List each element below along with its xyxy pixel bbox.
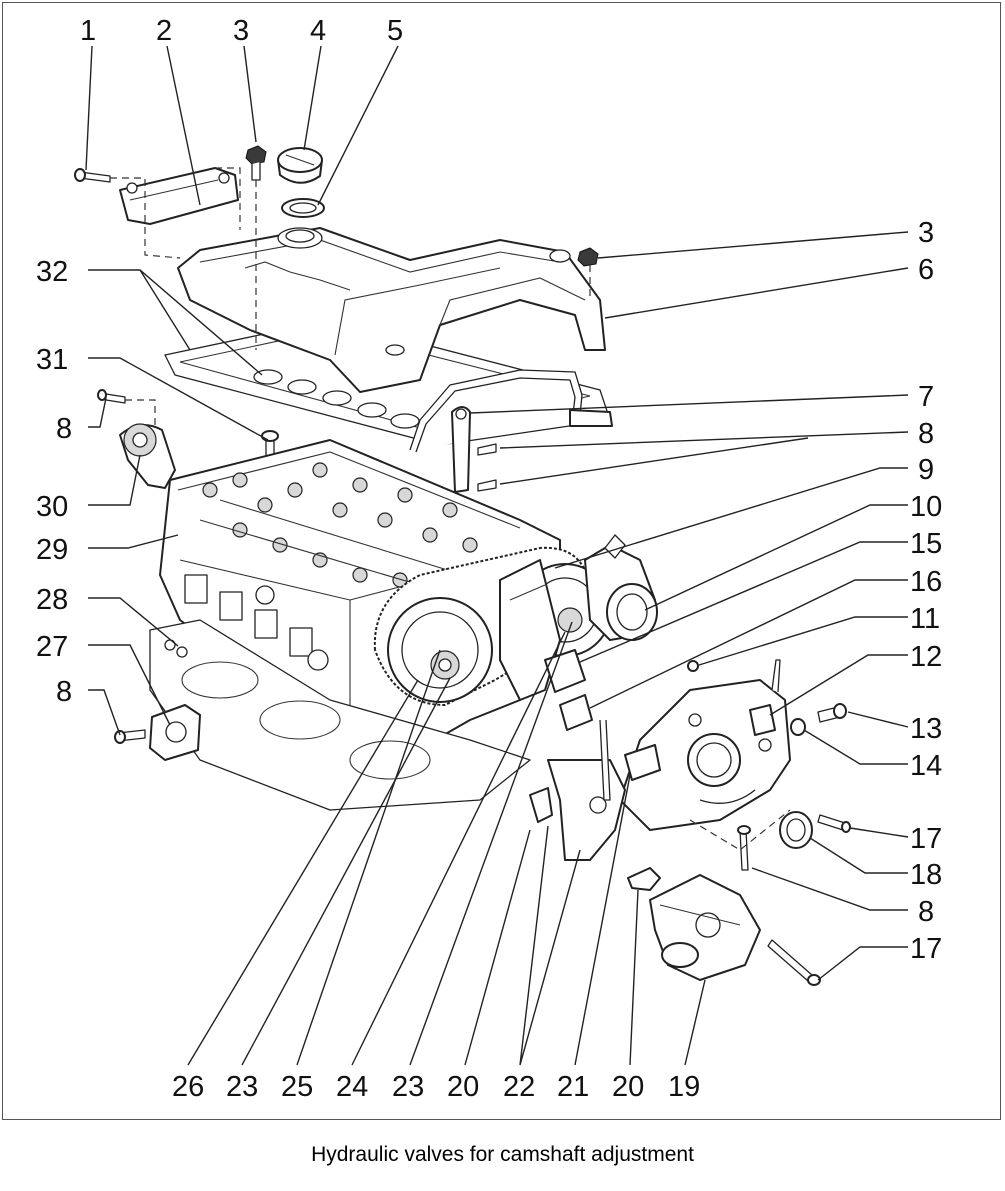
sensor-12 <box>749 659 781 736</box>
oil-filler-cap <box>277 147 323 184</box>
callout-2: 2 <box>156 15 172 47</box>
leader-lines <box>85 45 909 1066</box>
callout-23: 23 <box>226 1071 258 1103</box>
bracket-7 <box>451 406 471 493</box>
bolts-8-right <box>477 443 497 492</box>
figure-caption: Hydraulic valves for camshaft adjustment <box>311 1143 694 1166</box>
callout-30: 30 <box>36 491 68 523</box>
mount-bracket-22 <box>547 719 626 861</box>
oring-11 <box>687 660 699 672</box>
callout-29: 29 <box>36 534 68 566</box>
exploded-parts-diagram: 1 2 3 4 5 3 6 7 8 9 10 15 16 11 12 13 14… <box>36 15 942 1103</box>
sensor-21 <box>624 744 661 781</box>
flange-27 <box>149 704 201 761</box>
alignment-line-6 <box>689 809 791 851</box>
callout-4: 4 <box>310 15 326 47</box>
callout-25: 25 <box>281 1071 313 1103</box>
bolt-8-left <box>97 389 126 404</box>
cylinder-head-cover <box>177 227 606 393</box>
callout-6: 6 <box>918 254 934 286</box>
bracket-part <box>119 167 239 225</box>
callout-31: 31 <box>36 344 68 376</box>
callout-12: 12 <box>910 641 942 673</box>
housing-19 <box>649 874 761 981</box>
callout-5: 5 <box>387 15 403 47</box>
callout-28: 28 <box>36 584 68 616</box>
bolt-8-lower-left <box>114 729 146 744</box>
callout-17: 17 <box>910 823 942 855</box>
callout-16: 16 <box>910 566 942 598</box>
callout-24: 24 <box>336 1071 368 1103</box>
callout-15: 15 <box>910 528 942 560</box>
callout-17: 17 <box>910 933 942 965</box>
callout-9: 9 <box>918 454 934 486</box>
tensioner-30 <box>119 423 176 489</box>
callout-10: 10 <box>910 491 942 523</box>
bolt-17-lower <box>767 939 821 986</box>
timing-case-housing <box>619 679 791 831</box>
callout-26: 26 <box>172 1071 204 1103</box>
callouts-left: 32 31 8 30 29 28 27 8 <box>36 256 72 708</box>
callout-21: 21 <box>557 1071 589 1103</box>
callout-23: 23 <box>392 1071 424 1103</box>
callouts-bottom: 26 23 25 24 23 20 22 21 20 19 <box>172 1071 700 1103</box>
hydraulic-valve <box>584 534 658 641</box>
seal-18 <box>779 811 813 849</box>
callout-18: 18 <box>910 859 942 891</box>
valve-16 <box>559 694 593 731</box>
callout-8: 8 <box>56 676 72 708</box>
callout-22: 22 <box>503 1071 535 1103</box>
alignment-line-3 <box>215 167 241 230</box>
callout-3: 3 <box>918 217 934 249</box>
oring-14 <box>790 718 806 736</box>
nut-3-top <box>245 145 267 181</box>
callout-32: 32 <box>36 256 68 288</box>
filler-cap-seal <box>281 198 325 218</box>
callout-14: 14 <box>910 750 942 782</box>
bolt-8-lower-right <box>737 825 751 871</box>
callout-3: 3 <box>233 15 249 47</box>
bolt-13 <box>817 703 847 723</box>
callout-8: 8 <box>918 418 934 450</box>
gasket-20-right <box>627 867 661 891</box>
valve-15 <box>544 649 586 693</box>
nut-3-right <box>577 247 599 267</box>
callout-20: 20 <box>612 1071 644 1103</box>
callouts-top: 1 2 3 4 5 <box>80 15 403 47</box>
bolt-1 <box>74 168 111 183</box>
alignment-line-2 <box>110 177 181 259</box>
gasket-20-left <box>529 787 553 823</box>
callout-19: 19 <box>668 1071 700 1103</box>
callout-27: 27 <box>36 631 68 663</box>
camshaft-adjuster <box>499 559 561 701</box>
callout-13: 13 <box>910 713 942 745</box>
callout-7: 7 <box>918 381 934 413</box>
callouts-right: 3 6 7 8 9 10 15 16 11 12 13 14 17 18 8 1… <box>910 217 942 965</box>
alignment-line-5 <box>125 399 156 425</box>
callout-1: 1 <box>80 15 96 47</box>
bolt-17-upper <box>817 814 851 833</box>
callout-20: 20 <box>447 1071 479 1103</box>
callout-8: 8 <box>918 896 934 928</box>
callout-11: 11 <box>910 603 940 635</box>
callout-8: 8 <box>56 413 72 445</box>
